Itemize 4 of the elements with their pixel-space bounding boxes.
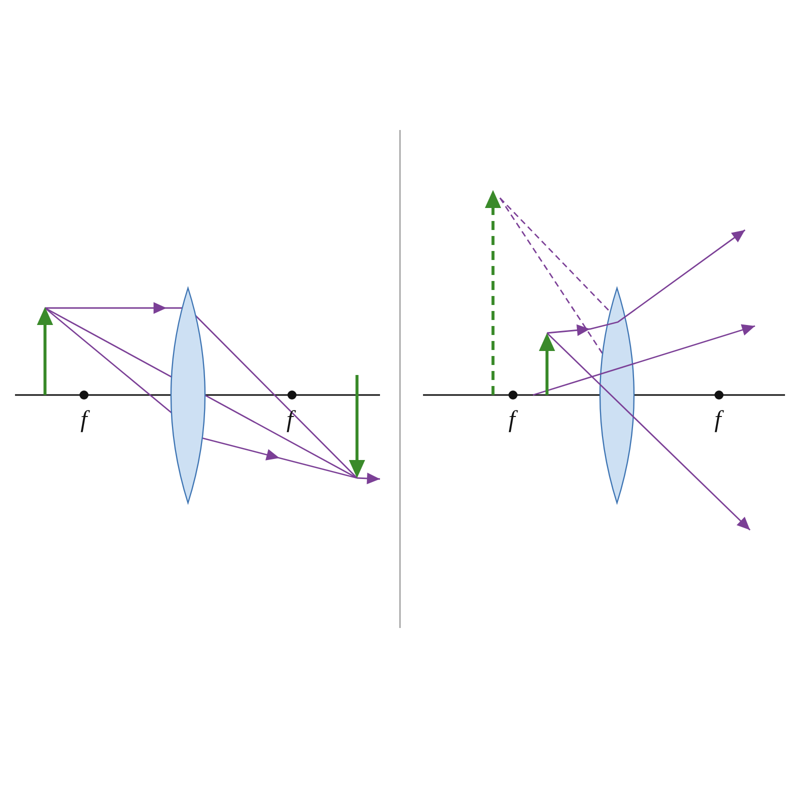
- focal-length-label: f: [286, 408, 294, 432]
- focal-length-label: f: [714, 408, 722, 432]
- focal-length-label: f: [80, 408, 88, 432]
- focal-length-label: f: [508, 408, 516, 432]
